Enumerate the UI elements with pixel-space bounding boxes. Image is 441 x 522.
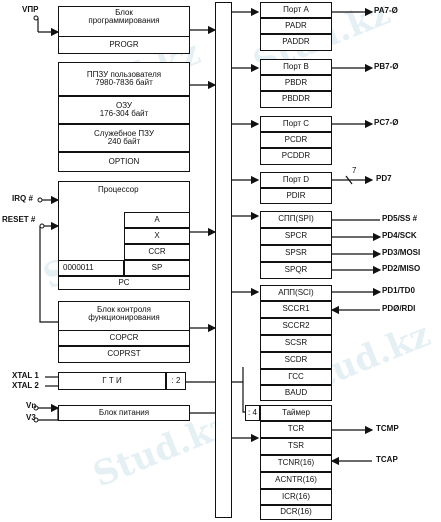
tcap-pin: TCAP — [376, 455, 398, 464]
service-rom: Служебное ПЗУ 240 байт — [58, 124, 190, 152]
acntr-register: ACNTR(16) — [260, 472, 332, 489]
port-c: Порт С — [260, 116, 332, 132]
sccr2-register: SCCR2 — [260, 318, 332, 335]
pc-pins: PC7-Ø — [374, 118, 399, 127]
progr-register: PROGR — [58, 36, 190, 54]
port-b: Порт В — [260, 59, 332, 75]
coprst-register: COPRST — [58, 346, 190, 363]
processor-title: Процессор — [98, 185, 139, 194]
dcr-register: DCR(16) — [260, 505, 332, 520]
user-prom: ППЗУ пользователя 7980-7836 байт — [58, 62, 190, 96]
irq-label: IRQ # — [12, 194, 33, 203]
pd4-pin: PD4/SCK — [382, 231, 417, 240]
padr-register: PADR — [260, 18, 332, 34]
sci-block: АПП(SCI) — [260, 285, 332, 301]
spcr-register: SPCR — [260, 228, 332, 245]
pd0-pin: PDØ/RDI — [382, 304, 416, 313]
copcr-register: COPCR — [58, 330, 190, 346]
pbddr-register: PBDDR — [260, 91, 332, 108]
divide-by-4: : 4 — [245, 405, 260, 421]
pb-pins: PB7-Ø — [374, 62, 399, 71]
watchdog-title: Блок контроля функционирования — [88, 305, 160, 323]
register-sp: SP — [124, 260, 190, 276]
vn-label: Vn — [26, 401, 37, 410]
tcnr-register: TCNR(16) — [260, 455, 332, 472]
register-x: X — [124, 228, 190, 244]
sp-prefix: 0000011 — [58, 260, 124, 276]
reset-label: RESET # — [2, 215, 36, 224]
scsr-register: SCSR — [260, 335, 332, 352]
pd2-pin: PD2/MISO — [382, 264, 421, 273]
baud-register: BAUD — [260, 385, 332, 401]
pbdr-register: PBDR — [260, 75, 332, 91]
v3-label: V3 — [26, 413, 36, 422]
divide-by-2: : 2 — [166, 372, 186, 390]
pcddr-register: PCDDR — [260, 148, 332, 165]
icr-register: ICR(16) — [260, 489, 332, 505]
pcdr-register: PCDR — [260, 132, 332, 148]
ram: ОЗУ 176-304 байт — [58, 96, 190, 124]
power-block: Блок питания — [58, 405, 190, 421]
pdir-register: PDIR — [260, 188, 332, 204]
tcr-register: TCR — [260, 421, 332, 438]
spdr-register: SPQR — [260, 262, 332, 279]
register-ccr: CCR — [124, 244, 190, 260]
register-a: A — [124, 212, 190, 228]
pa-pins: PA7-Ø — [374, 6, 398, 15]
option-register: OPTION — [58, 152, 190, 172]
clock-generator: Г Т И — [58, 372, 166, 390]
bus-width-7: 7 — [352, 166, 357, 175]
register-pc: PC — [58, 276, 190, 290]
programming-block-title: Блок программирования — [88, 8, 160, 26]
xtal2-label: XTAL 2 — [12, 381, 39, 390]
xtal1-label: XTAL 1 — [12, 371, 39, 380]
internal-bus — [215, 2, 232, 518]
scdr-register: SCDR — [260, 352, 332, 369]
timer-block: Таймер — [260, 405, 332, 421]
tcmp-pin: TCMP — [376, 424, 399, 433]
pd1-pin: PD1/TD0 — [382, 286, 415, 295]
sccr1-register: SCCR1 — [260, 301, 332, 318]
spsr-register: SPSR — [260, 245, 332, 262]
tsr-register: TSR — [260, 438, 332, 455]
pd3-pin: PD3/MOSI — [382, 248, 421, 257]
port-d: Порт D — [260, 172, 332, 188]
port-a: Порт А — [260, 2, 332, 18]
vpp-label: VПР — [22, 5, 39, 14]
paddr-register: PADDR — [260, 34, 332, 51]
baud-generator: ГСС — [260, 369, 332, 385]
spi-block: СПП(SPI) — [260, 211, 332, 228]
pd5-pin: PD5/SS # — [382, 214, 418, 223]
pd7-pin: PD7 — [376, 174, 392, 183]
